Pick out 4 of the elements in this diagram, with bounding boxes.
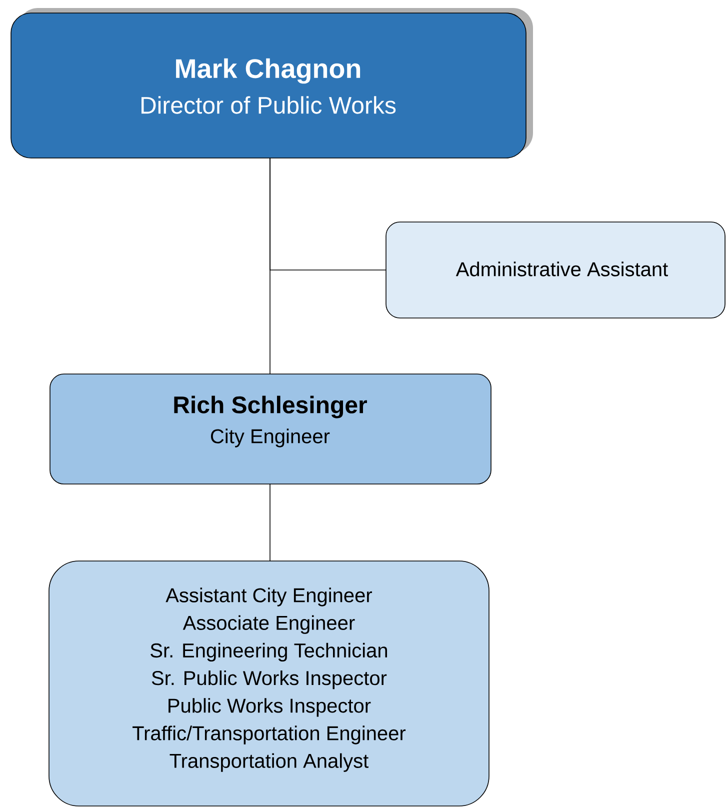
director-box: Mark Chagnon Director of Public Works xyxy=(10,8,533,158)
engineer-box: Rich Schlesinger City Engineer xyxy=(50,374,492,484)
assistant-box: Administrative Assistant xyxy=(386,222,726,318)
staff-box: Assistant City Engineer Associate Engineer Sr. Engineering Technician Sr. Public Works Inspector Public Works Inspector Traffic/Transportation Engineer Transportation Analyst xyxy=(48,560,490,806)
